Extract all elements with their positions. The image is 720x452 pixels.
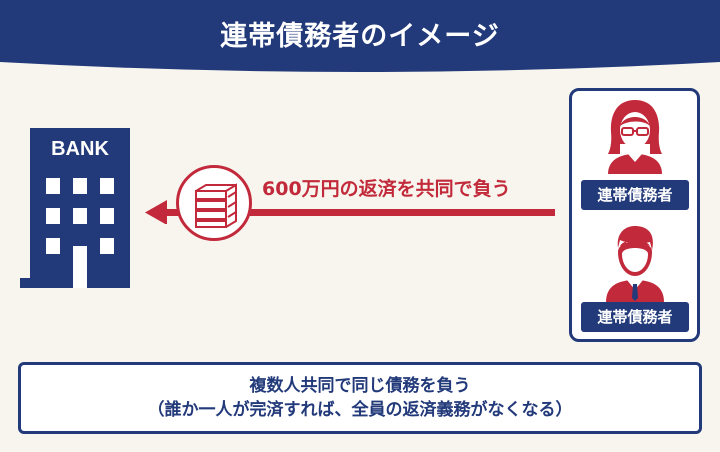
debtor-role-badge: 連帯債務者 [581, 302, 689, 332]
repayment-label: 600万円の返済を共同で負う [262, 178, 511, 200]
debtor-role-badge: 連帯債務者 [581, 180, 689, 210]
woman-avatar-icon [608, 100, 662, 174]
summary-box: 複数人共同で同じ債務を負う （誰か一人が完済すれば、全員の返済義務がなくなる） [18, 362, 702, 434]
summary-line-note: （誰か一人が完済すれば、全員の返済義務がなくなる） [147, 400, 573, 420]
man-avatar-icon [606, 226, 664, 302]
repayment-arrow [145, 200, 555, 224]
header-banner: 連帯債務者のイメージ [0, 0, 720, 80]
money-stack-icon [195, 183, 237, 228]
money-badge [176, 165, 252, 241]
summary-line-main: 複数人共同で同じ債務を負う [249, 376, 471, 396]
banner-shape [0, 0, 720, 72]
bank-building-icon [20, 128, 130, 288]
bank-label: BANK [51, 138, 109, 160]
page-title: 連帯債務者のイメージ [220, 21, 500, 52]
